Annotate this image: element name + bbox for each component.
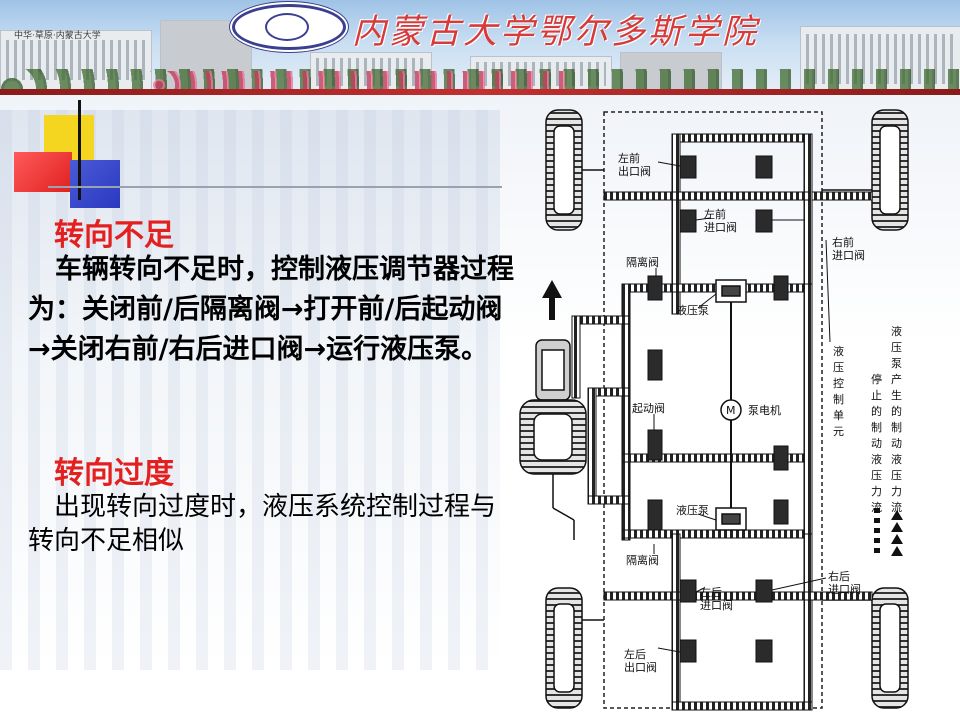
hydraulic-diagram: 左前 出口阀 左前 进口阀 右前 进口阀 隔离阀 液压泵 起动阀 M 泵电机 液… (508, 100, 960, 720)
label-pump-generated-flow: 液压泵产生的制动液压力流 (891, 325, 902, 514)
label-hydraulic-control-unit: 液压控制单元 (833, 345, 844, 438)
heading-oversteer: 转向过度 (54, 456, 174, 491)
banner-motto: 中华·草原·内蒙古大学 (14, 31, 101, 41)
forward-arrow-icon (542, 280, 562, 320)
heading-understeer: 转向不足 (54, 218, 174, 253)
pump-bottom (715, 507, 747, 531)
label-isolation-valve-top: 隔离阀 (626, 256, 659, 269)
label-stopped-brake-flow: 停止的制动液压力流 (871, 373, 882, 514)
label-lr-outlet-valve: 左后 出口阀 (624, 648, 657, 674)
pump-motor-circle (720, 399, 742, 421)
paragraph-understeer: 车辆转向不足时，控制液压调节器过程为：关闭前/后隔离阀→打开前/后起动阀→关闭右… (28, 254, 514, 365)
label-motor-symbol: M (726, 404, 736, 417)
label-pump-bottom: 液压泵 (676, 504, 709, 517)
label-lr-inlet-valve: 左后 进口阀 (700, 586, 733, 612)
header-banner: 中华·草原·内蒙古大学 内蒙古大学鄂尔多斯学院 (0, 0, 960, 95)
university-logo-icon (232, 4, 346, 50)
label-isolation-valve-bottom: 隔离阀 (626, 554, 659, 567)
wheel-front-right (822, 109, 909, 231)
label-pump-motor: 泵电机 (748, 404, 781, 417)
label-lf-outlet-valve: 左前 出口阀 (618, 152, 651, 178)
master-cylinder (519, 339, 587, 540)
valves (647, 155, 789, 663)
logo-inner-ring (265, 13, 309, 41)
banner-title: 内蒙古大学鄂尔多斯学院 (352, 12, 759, 52)
decor-horizontal-line (48, 186, 502, 188)
label-start-valve: 起动阀 (632, 402, 665, 415)
wheel-rear-right (822, 587, 909, 709)
wheel-front-left (545, 109, 604, 231)
wheel-rear-left (545, 587, 604, 709)
label-rf-inlet-valve: 右前 进口阀 (832, 236, 865, 262)
label-rr-inlet-valve: 右后 进口阀 (828, 570, 861, 596)
paragraph-oversteer: 出现转向过度时，液压系统控制过程与转向不足相似 (28, 492, 497, 556)
pump-top (715, 279, 747, 303)
flow-arrows (874, 508, 903, 556)
decor-red-square (14, 152, 72, 192)
label-pump-top: 液压泵 (676, 304, 709, 317)
label-lf-inlet-valve: 左前 进口阀 (704, 208, 737, 234)
decor-vertical-line (78, 100, 81, 200)
leader-lines (653, 161, 831, 653)
banner-strip (0, 89, 960, 95)
hcu-outline (603, 111, 823, 709)
hydraulic-diagram-drawing (519, 109, 909, 711)
